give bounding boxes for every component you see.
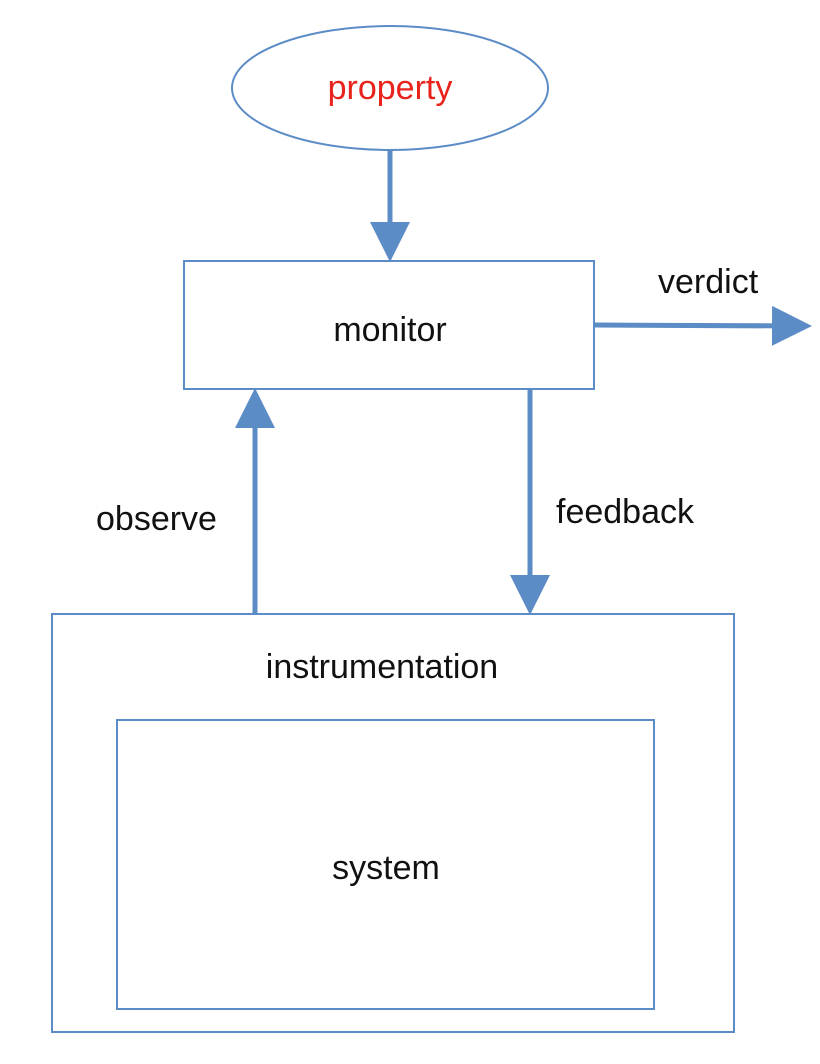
system-label: system xyxy=(332,849,440,887)
instrumentation-label: instrumentation xyxy=(265,648,499,686)
verdict-arrow xyxy=(593,305,812,346)
feedback-label: feedback xyxy=(556,493,694,531)
observe-label: observe xyxy=(96,500,217,538)
property-label: property xyxy=(327,69,453,107)
monitor-node xyxy=(183,260,595,390)
monitor-label: monitor xyxy=(333,311,447,349)
verdict-label: verdict xyxy=(658,263,759,301)
system-node xyxy=(116,719,655,1010)
